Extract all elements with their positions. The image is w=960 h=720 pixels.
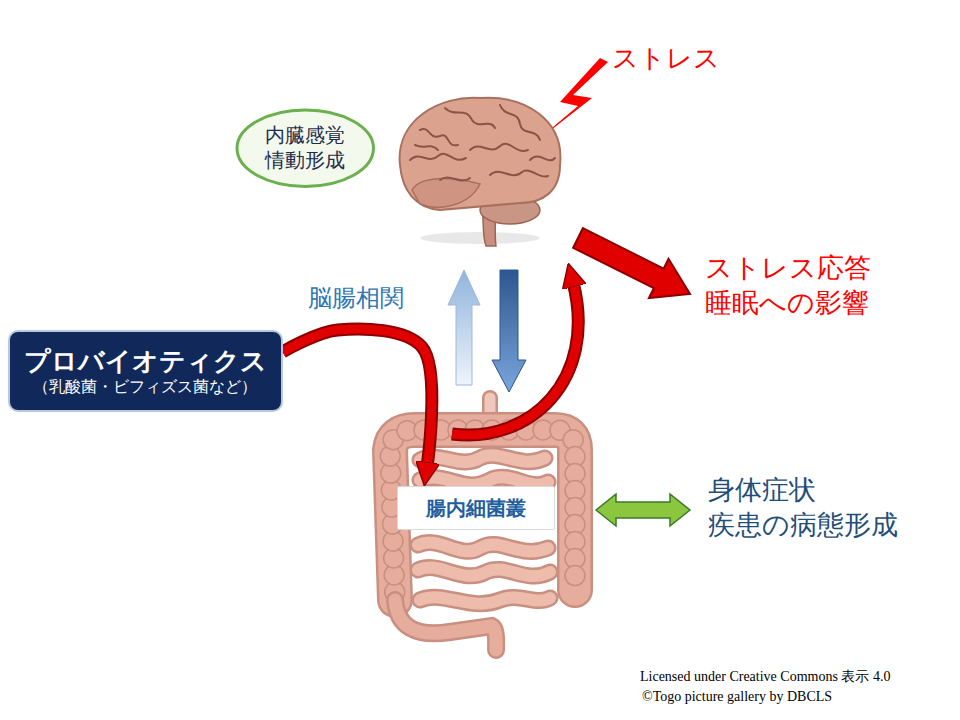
node-text-group: 内臓感覚 情動形成 <box>260 123 350 173</box>
temporal-lobe <box>412 179 480 208</box>
ellipse-shape <box>237 110 374 187</box>
rectum-outline <box>395 600 496 650</box>
stress-label: ストレス <box>612 42 720 76</box>
brain-shadow <box>420 232 540 244</box>
down-arrow <box>492 270 526 392</box>
up-arrow <box>448 270 480 385</box>
node-title: 内臓感覚 情動形成 <box>260 123 350 173</box>
gut-to-brain-arrow-outline <box>452 282 578 435</box>
symptom-label: 身体症状 疾患の病態形成 <box>708 472 940 542</box>
node-title: 腸内細菌叢 <box>426 496 526 521</box>
connector-outline <box>283 329 432 467</box>
brain-illustration <box>400 98 561 246</box>
stress-response-label: ストレス応答 睡眠への影響 <box>705 250 905 320</box>
node-title: プロバイオティクス <box>24 345 267 378</box>
double-arrow <box>596 494 690 526</box>
node-text-group: プロバイオティクス（乳酸菌・ビフィズス菌など） <box>24 345 267 398</box>
colon-haustra <box>380 420 585 602</box>
credit-note: ©Togo picture gallery by DBCLS <box>642 689 832 706</box>
license-note: Licensed under Creative Commons 表示 4.0 <box>640 669 890 686</box>
curved-arrow <box>283 329 432 467</box>
cerebrum <box>400 98 561 210</box>
emotion-ellipse: 内臓感覚 情動形成 <box>234 107 377 190</box>
node-text-group: 腸内細菌叢 <box>426 496 526 521</box>
large-intestine-outline <box>390 430 575 600</box>
probiotics-box: プロバイオティクス（乳酸菌・ビフィズス菌など） <box>8 330 283 412</box>
brain-gyri <box>410 105 555 181</box>
rectum <box>395 600 496 650</box>
brain-gut-label: 脳腸相関 <box>308 283 404 314</box>
microbiota-box: 腸内細菌叢 <box>397 486 555 530</box>
node-subtitle: （乳酸菌・ビフィズス菌など） <box>24 377 267 397</box>
connector-group <box>283 329 432 467</box>
large-intestine <box>390 430 575 600</box>
stress-response-arrow <box>573 228 690 298</box>
gut-to-brain-arrow <box>452 282 578 435</box>
haustrum <box>565 566 585 586</box>
